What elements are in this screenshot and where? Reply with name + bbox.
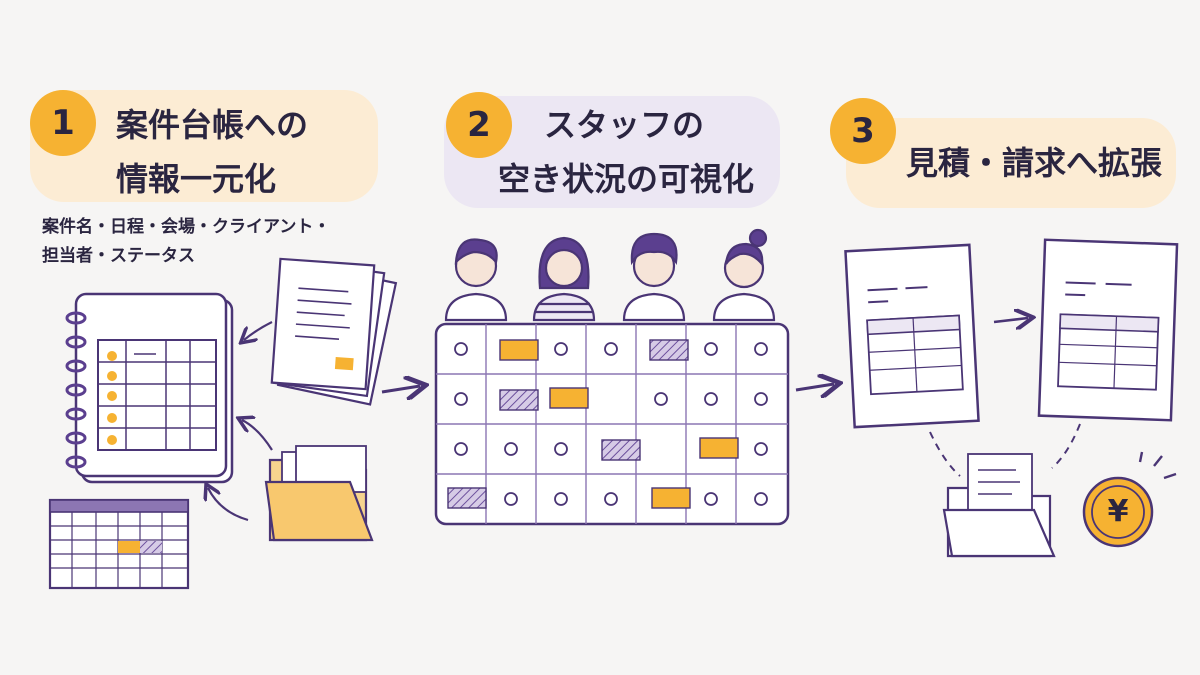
step1-number-badge: 1 [30, 90, 96, 156]
step3-header-bg [846, 118, 1176, 208]
step1-subtitle-line1: 案件名・日程・会場・クライアント・ [42, 217, 331, 237]
yen-coin-icon [1082, 451, 1177, 548]
step1-subtitle-line2: 担当者・ステータス [42, 246, 195, 266]
step2-number-badge: 2 [446, 92, 512, 158]
folder-icon [264, 445, 374, 542]
notebook-icon [65, 292, 234, 484]
step1-title-line1: 案件台帳への [116, 106, 309, 144]
step2-title-line2: 空き状況の可視化 [498, 160, 755, 198]
dashed-connectors [929, 423, 1081, 477]
yen-symbol: ¥ [1107, 494, 1129, 529]
step1-arrows [208, 321, 273, 522]
schedule-grid-icon [434, 322, 790, 526]
spreadsheet-icon [48, 498, 190, 590]
step3-title: 見積・請求へ拡張 [906, 144, 1163, 182]
document-stack-icon [270, 257, 398, 406]
step2-title-line1: スタッフの [544, 106, 705, 144]
invoice-document-icon [1037, 238, 1179, 422]
estimate-to-invoice-arrow [993, 318, 1028, 322]
step1-title-line2: 情報一元化 [116, 160, 277, 198]
step3-number-badge: 3 [830, 98, 896, 164]
flow-arrows [381, 384, 834, 392]
step3-folder-icon [942, 453, 1056, 558]
estimate-document-icon [844, 243, 980, 429]
staff-avatar-icon [444, 228, 776, 322]
